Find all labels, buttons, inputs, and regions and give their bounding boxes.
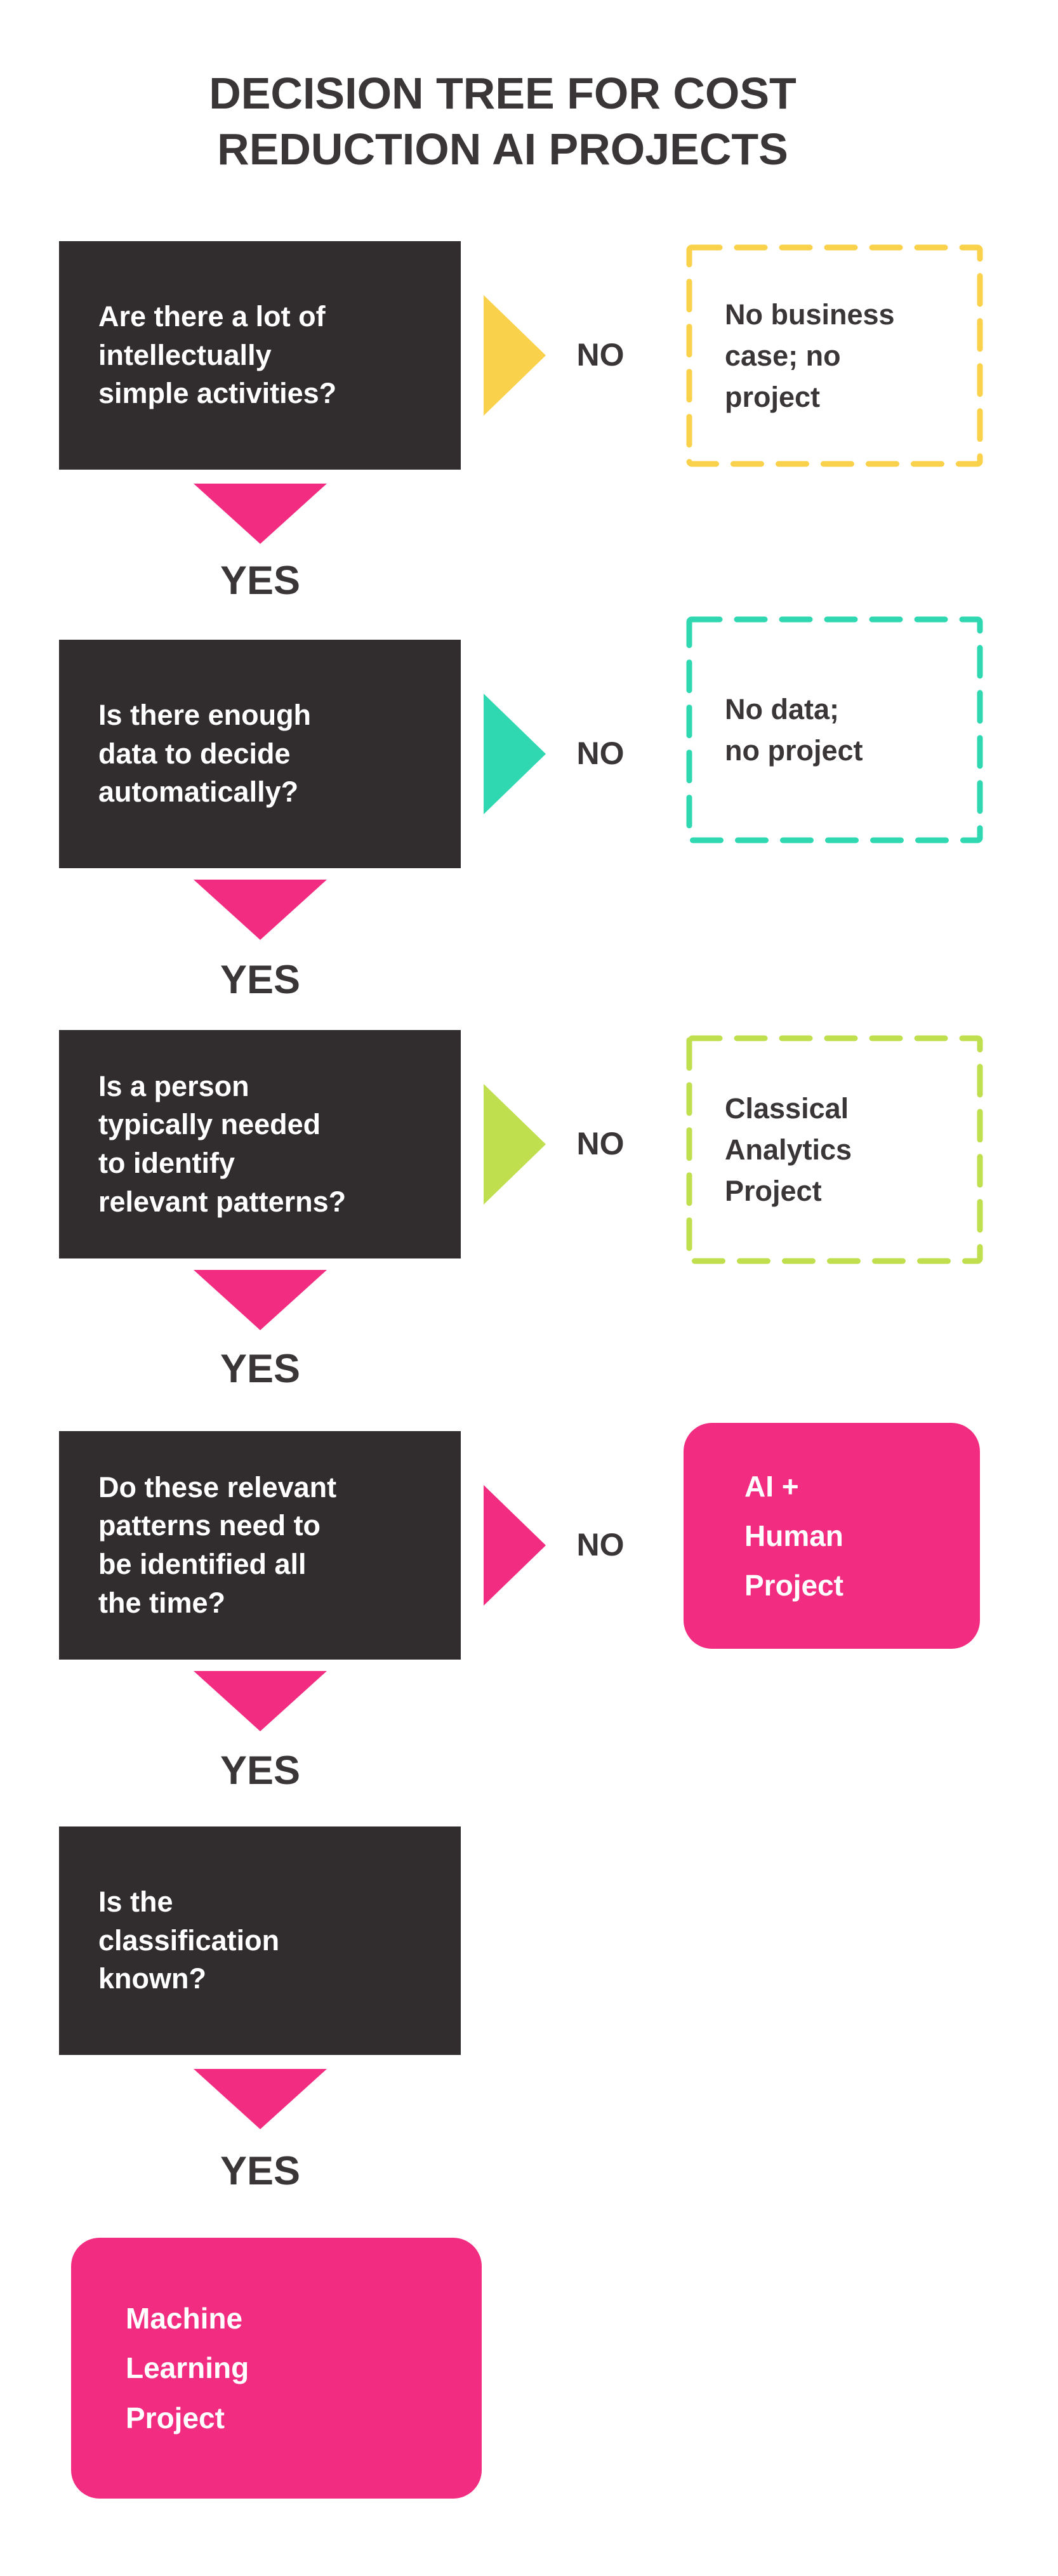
question-node-1-label: Are there a lot of intellectually simple… bbox=[98, 300, 337, 410]
yes-branch-label-1: YES bbox=[220, 558, 301, 603]
page-title: DECISION TREE FOR COST REDUCTION AI PROJ… bbox=[209, 69, 797, 174]
outcome-node-label: AI + Human Project bbox=[744, 1469, 843, 1602]
dashed-border bbox=[686, 1035, 983, 1264]
outcome-node-no-data: No data; no project bbox=[685, 616, 984, 844]
question-node-3-label: Is a person typically needed to identify… bbox=[98, 1069, 347, 1218]
outcome-node-ai-human-project: AI + Human Project bbox=[684, 1423, 980, 1649]
question-node-5-label: Is the classification known? bbox=[98, 1885, 280, 1995]
outcome-node-label: Classical Analytics Project bbox=[725, 1092, 852, 1208]
arrow-right-icon bbox=[484, 295, 546, 416]
dashed-border bbox=[686, 244, 983, 467]
arrow-down-icon bbox=[194, 2069, 327, 2129]
no-branch-label-2: NO bbox=[576, 736, 625, 771]
yes-branch-label-3: YES bbox=[220, 1347, 301, 1391]
arrow-down-icon bbox=[194, 1671, 327, 1731]
outcome-node-no-business-case: No business case; no project bbox=[685, 244, 984, 468]
arrow-right-icon bbox=[484, 694, 546, 814]
outcome-node-machine-learning-project: Machine Learning Project bbox=[71, 2238, 482, 2499]
arrow-down-icon bbox=[194, 484, 327, 544]
question-node-4: Do these relevant patterns need to be id… bbox=[59, 1431, 461, 1660]
question-node-3: Is a person typically needed to identify… bbox=[59, 1030, 461, 1258]
arrow-right-icon bbox=[484, 1485, 546, 1606]
question-node-4-label: Do these relevant patterns need to be id… bbox=[98, 1470, 337, 1619]
question-node-5: Is the classification known? bbox=[59, 1826, 461, 2055]
arrow-right-icon bbox=[484, 1084, 546, 1205]
question-node-1: Are there a lot of intellectually simple… bbox=[59, 241, 461, 470]
outcome-node-label: No data; no project bbox=[725, 692, 863, 767]
arrow-down-icon bbox=[194, 1270, 327, 1330]
no-branch-label-3: NO bbox=[576, 1126, 625, 1161]
outcome-node-label: Machine Learning Project bbox=[126, 2302, 249, 2434]
question-node-2-label: Is there enough data to decide automatic… bbox=[98, 698, 312, 809]
no-branch-label-1: NO bbox=[576, 337, 625, 373]
arrow-down-icon bbox=[194, 880, 327, 940]
dashed-border bbox=[686, 616, 983, 843]
no-branch-label-4: NO bbox=[576, 1527, 625, 1562]
outcome-node-classical-analytics: Classical Analytics Project bbox=[685, 1034, 984, 1265]
outcome-node-label: No business case; no project bbox=[725, 298, 895, 414]
yes-branch-label-2: YES bbox=[220, 958, 301, 1002]
yes-branch-label-4: YES bbox=[220, 1748, 301, 1793]
question-node-2: Is there enough data to decide automatic… bbox=[59, 640, 461, 868]
yes-branch-label-5: YES bbox=[220, 2149, 301, 2193]
